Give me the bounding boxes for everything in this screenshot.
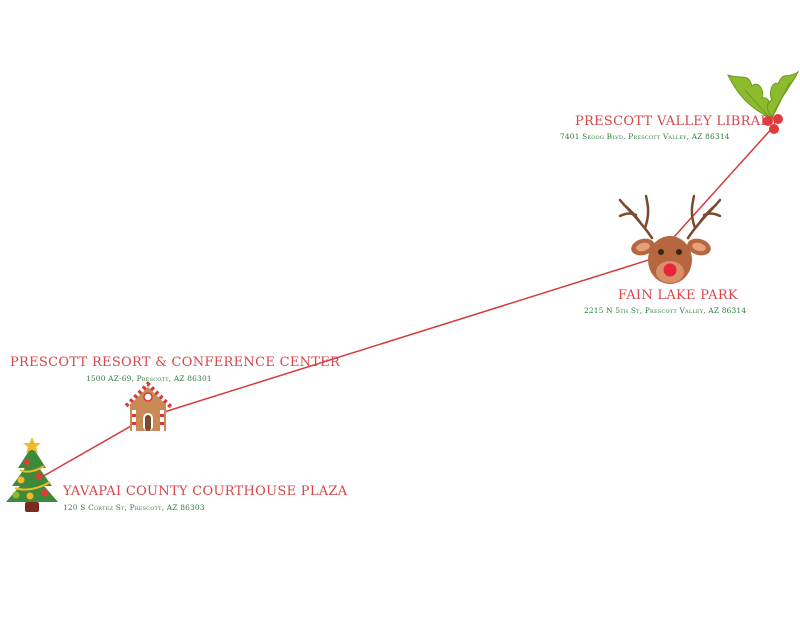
stop-name-fain-lake-park: Fain Lake Park [618,288,738,303]
reindeer-icon [618,194,722,284]
holly-icon [727,70,800,134]
stop-address-fain-lake-park: 2215 N 5th St, Prescott Valley, AZ 86314 [584,306,747,315]
stop-address-prescott-valley-library: 7401 Skoog Blvd, Prescott Valley, AZ 863… [560,132,730,141]
stop-address-prescott-resort: 1500 AZ-69, Prescott, AZ 86301 [86,374,212,383]
gingerbread-house-icon [122,381,174,431]
christmas-tree-icon [6,437,58,512]
route-line [39,124,776,479]
stop-address-yavapai-courthouse-plaza: 120 S Cortez St, Prescott, AZ 86303 [63,503,205,512]
stop-name-prescott-resort: Prescott Resort & Conference Center [10,355,341,370]
stop-name-prescott-valley-library: Prescott Valley Library [575,114,779,129]
stop-name-yavapai-courthouse-plaza: Yavapai County Courthouse Plaza [63,484,348,499]
